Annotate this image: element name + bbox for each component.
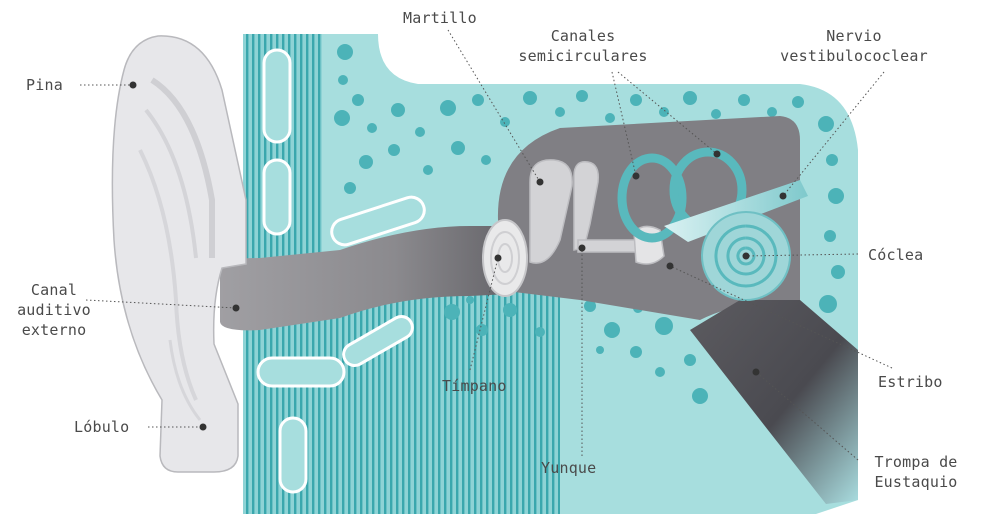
label-yunque: Yunque	[541, 458, 596, 478]
label-coclea: Cóclea	[868, 245, 923, 265]
label-trompa-de-eustaquio: Trompa de Eustaquio	[858, 452, 974, 492]
label-pina: Pina	[26, 75, 63, 95]
label-canal-auditivo-externo: Canal auditivo externo	[6, 280, 102, 340]
label-lobulo: Lóbulo	[74, 417, 129, 437]
label-nervio-vestibulococlear: Nervio vestibulococlear	[764, 26, 944, 66]
label-estribo: Estribo	[878, 372, 943, 392]
label-timpano: Tímpano	[442, 376, 507, 396]
label-martillo: Martillo	[403, 8, 477, 28]
stapes	[578, 240, 636, 252]
pinna	[112, 36, 246, 472]
label-canales-semicirculares: Canales semicirculares	[500, 26, 666, 66]
tympanic-membrane	[483, 220, 527, 296]
